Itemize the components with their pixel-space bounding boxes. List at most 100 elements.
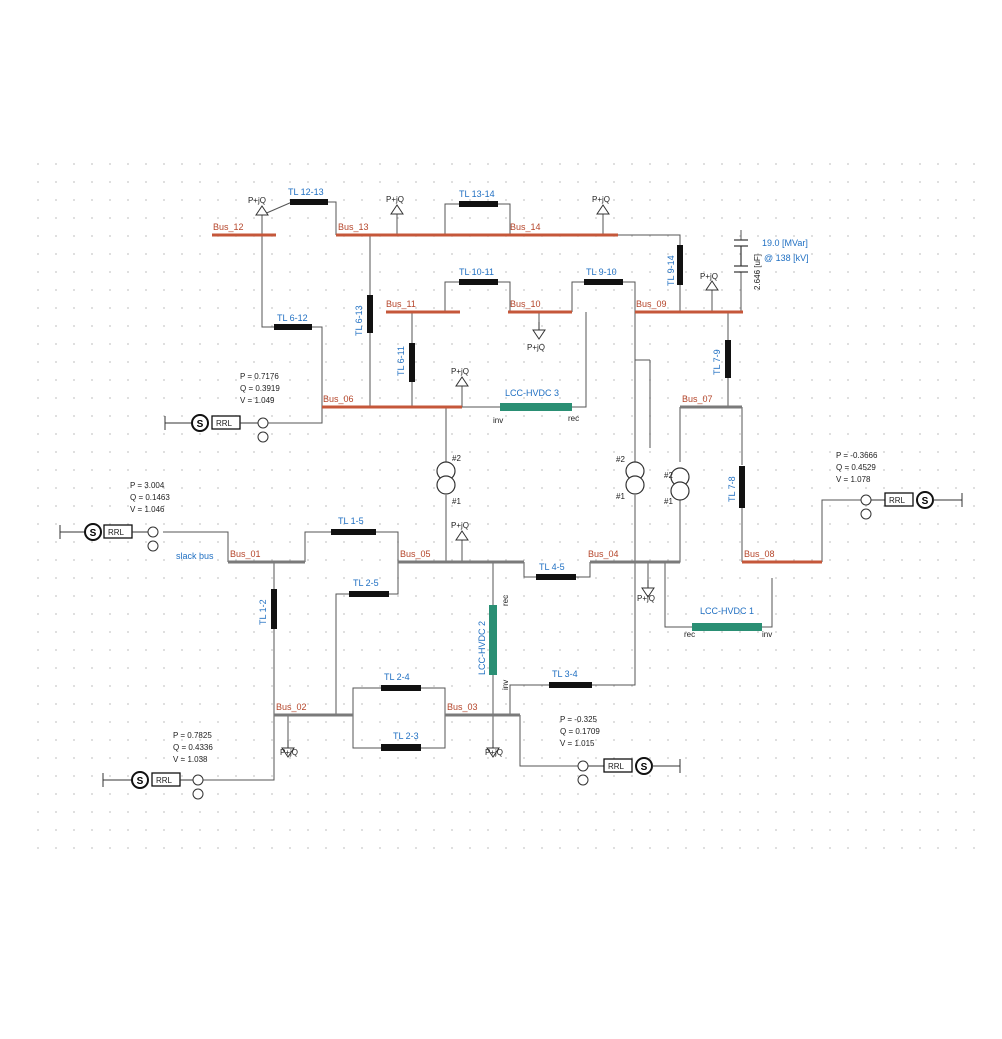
tl-3-4-body[interactable]	[549, 682, 592, 688]
tl-9-14-body[interactable]	[677, 245, 683, 285]
bus-09-label: Bus_09	[636, 299, 667, 309]
hvdc-3-body[interactable]	[500, 403, 572, 411]
hvdc-2-inv-label: inv	[501, 680, 510, 690]
transformer-4-7-symbol[interactable]	[670, 467, 690, 501]
rrl-bus08: RRL	[889, 496, 906, 505]
hvdc-2-rec-label: rec	[501, 595, 510, 606]
tl-2-3-body[interactable]	[381, 744, 421, 751]
tl-10-11-body[interactable]	[459, 279, 498, 285]
bus-14-label: Bus_14	[510, 222, 541, 232]
bus-04-label: Bus_04	[588, 549, 619, 559]
load-06-label: P+jQ	[451, 367, 469, 376]
tl-1-5-body[interactable]	[331, 529, 376, 535]
hvdc-2-label: LCC-HVDC 2	[477, 621, 487, 675]
tl-10-11-label: TL 10-11	[459, 267, 494, 277]
tl-7-8-label: TL 7-8	[727, 476, 737, 502]
svg-text:S: S	[197, 419, 204, 430]
transformer-5-6-symbol[interactable]	[436, 461, 456, 495]
capacitor-q: 19.0 [MVar]	[762, 238, 808, 248]
tl-2-5-body[interactable]	[349, 591, 389, 597]
rrl-bus03: RRL	[608, 762, 625, 771]
tl-9-10-label: TL 9-10	[586, 267, 617, 277]
gen08-p: P = -0.3666	[836, 451, 878, 460]
hvdc-1-body[interactable]	[692, 623, 762, 631]
generator-bus08[interactable]: S	[860, 491, 963, 520]
generator-bus03[interactable]: S	[577, 757, 681, 786]
capacitor-value: 2.646 [uF]	[753, 254, 762, 290]
tl-13-14-label: TL 13-14	[459, 189, 495, 199]
gen01-v: V = 1.046	[130, 505, 165, 514]
generator-bus02[interactable]: S	[102, 771, 204, 800]
tl-7-8-body[interactable]	[739, 466, 745, 508]
slack-bus-label: slack bus	[176, 551, 214, 561]
tl-1-5-label: TL 1-5	[338, 516, 364, 526]
tl-2-3-label: TL 2-3	[393, 731, 419, 741]
load-05-label: P+jQ	[451, 521, 469, 530]
tl-13-14-body[interactable]	[459, 201, 498, 207]
hvdc-1-rec-label: rec	[684, 630, 695, 639]
gen01-q: Q = 0.1463	[130, 493, 170, 502]
gen01-p: P = 3.004	[130, 481, 165, 490]
tl-6-12-body[interactable]	[274, 324, 312, 330]
bus-05-label: Bus_05	[400, 549, 431, 559]
tl-2-4-body[interactable]	[381, 685, 421, 691]
tl-2-4-label: TL 2-4	[384, 672, 410, 682]
gen06-p: P = 0.7176	[240, 372, 279, 381]
bus-01-label: Bus_01	[230, 549, 261, 559]
load-09-label: P+jQ	[700, 272, 718, 281]
gen03-p: P = -0.325	[560, 715, 598, 724]
bus-06-label: Bus_06	[323, 394, 354, 404]
gen02-q: Q = 0.4336	[173, 743, 213, 752]
bus-13-label: Bus_13	[338, 222, 369, 232]
hvdc-1-label: LCC-HVDC 1	[700, 606, 754, 616]
tl-3-4-label: TL 3-4	[552, 669, 578, 679]
tl-1-2-body[interactable]	[271, 589, 277, 629]
hvdc-3-label: LCC-HVDC 3	[505, 388, 559, 398]
load-12-label: P+jQ	[248, 196, 266, 205]
transformer-4-9-symbol[interactable]	[625, 461, 645, 495]
hvdc-3-inv-label: inv	[493, 416, 503, 425]
gen03-v: V = 1.015	[560, 739, 595, 748]
bus-11-label: Bus_11	[386, 299, 416, 309]
svg-text:S: S	[90, 528, 97, 539]
load-02-label: P+jQ	[280, 748, 298, 757]
xfmr-4-9-w2-label: #2	[616, 455, 625, 464]
hvdc-2-body[interactable]	[489, 605, 497, 675]
tl-6-13-body[interactable]	[367, 295, 373, 333]
hvdc-1-inv-label: inv	[762, 630, 772, 639]
tl-12-13-body[interactable]	[290, 199, 328, 205]
tl-4-5-label: TL 4-5	[539, 562, 565, 572]
generator-bus01[interactable]: S	[59, 523, 159, 552]
tl-7-9-body[interactable]	[725, 340, 731, 378]
gen06-q: Q = 0.3919	[240, 384, 280, 393]
load-10-label: P+jQ	[527, 343, 545, 352]
hvdc-3-rec-label: rec	[568, 414, 579, 423]
rrl-bus02: RRL	[156, 776, 173, 785]
tl-1-2-label: TL 1-2	[258, 599, 268, 625]
svg-text:S: S	[641, 762, 648, 773]
bus-08-label: Bus_08	[744, 549, 775, 559]
tl-7-9-label: TL 7-9	[712, 349, 722, 375]
capacitor-symbol[interactable]	[734, 239, 748, 273]
gen08-v: V = 1.078	[836, 475, 871, 484]
tl-4-5-body[interactable]	[536, 574, 576, 580]
tl-6-11-label: TL 6-11	[396, 346, 406, 376]
xfmr-5-6-w2-label: #2	[452, 454, 461, 463]
bus-10-label: Bus_10	[510, 299, 541, 309]
rrl-bus06: RRL	[216, 419, 233, 428]
xfmr-4-7-w1-label: #1	[664, 497, 673, 506]
bus-02-label: Bus_02	[276, 702, 307, 712]
tl-6-11-body[interactable]	[409, 343, 415, 382]
rrl-bus01: RRL	[108, 528, 125, 537]
gen03-q: Q = 0.1709	[560, 727, 600, 736]
tl-6-13-label: TL 6-13	[354, 305, 364, 336]
tl-9-10-body[interactable]	[584, 279, 623, 285]
generator-bus06[interactable]: S	[164, 414, 269, 443]
bus-03-label: Bus_03	[447, 702, 478, 712]
load-13-label: P+jQ	[386, 195, 404, 204]
load-04-label: P+jQ	[637, 594, 655, 603]
tl-9-14-label: TL 9-14	[666, 255, 676, 286]
svg-text:S: S	[137, 776, 144, 787]
xfmr-5-6-w1-label: #1	[452, 497, 461, 506]
